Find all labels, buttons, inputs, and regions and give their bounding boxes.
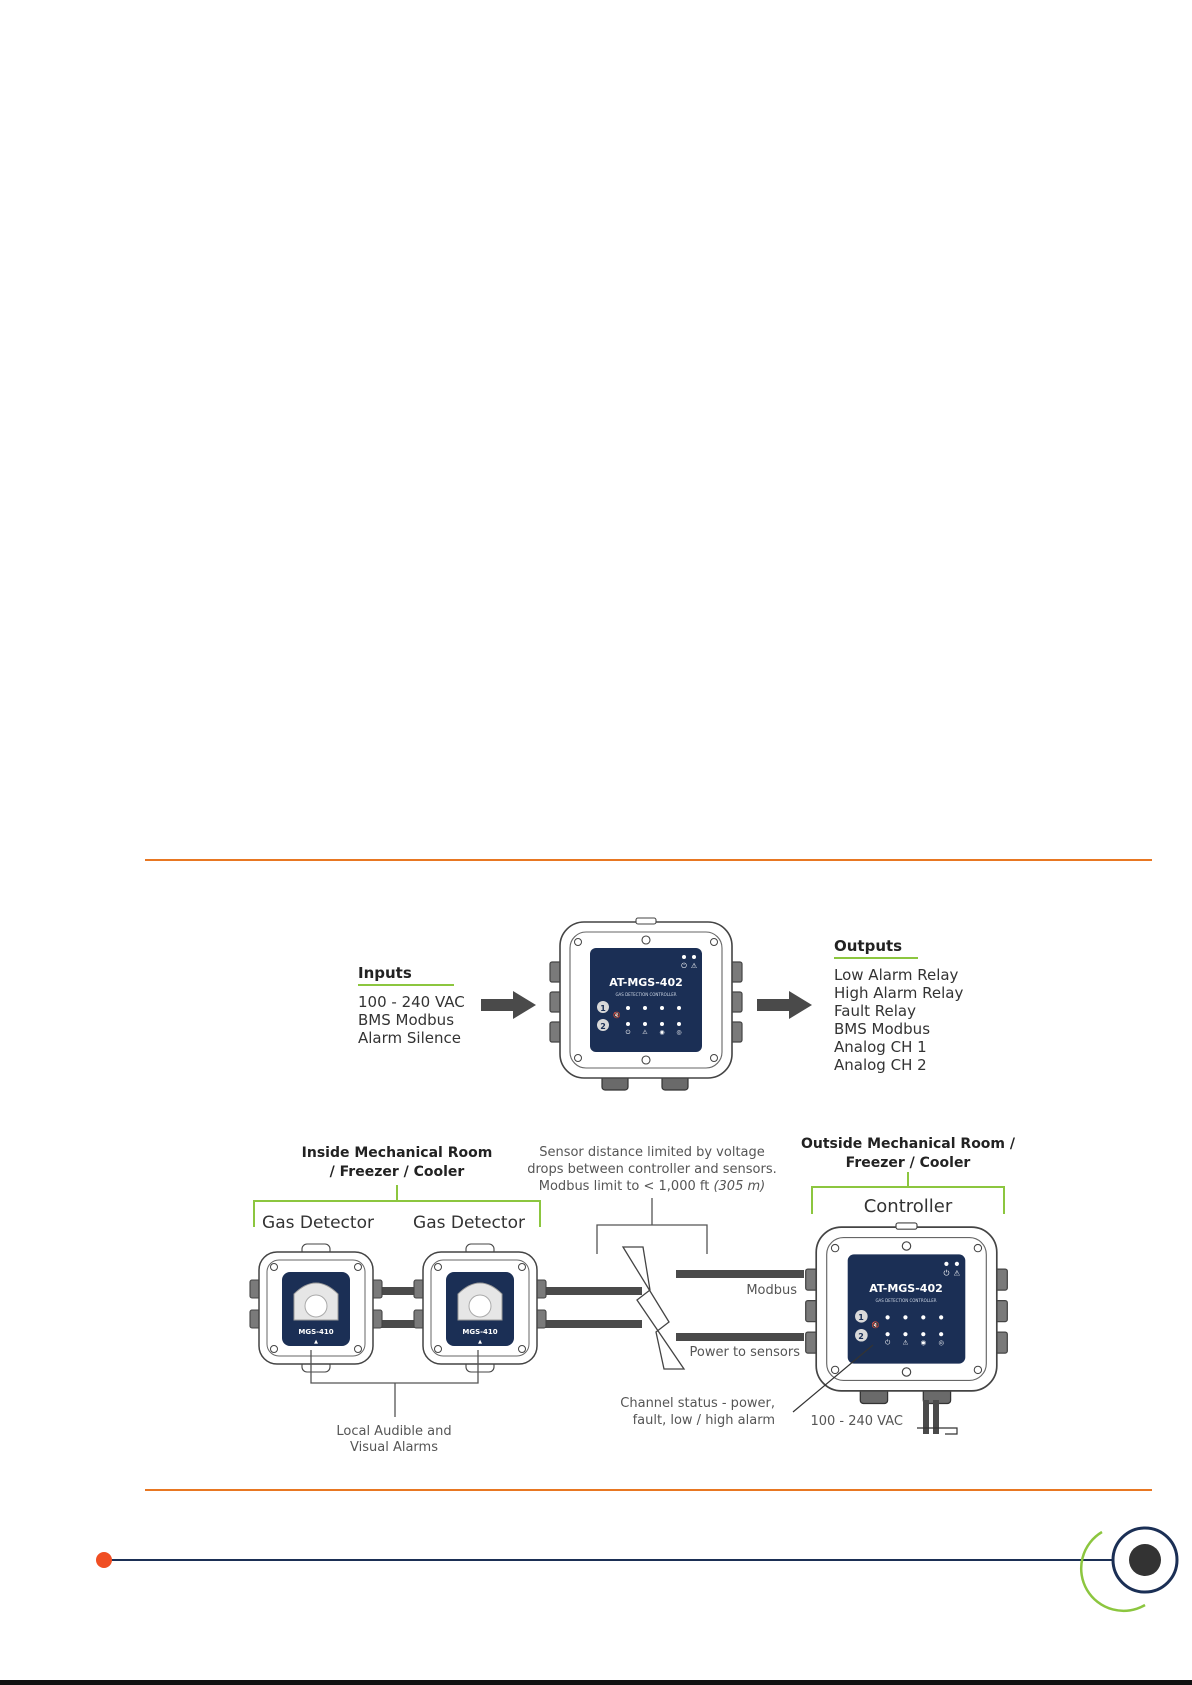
inside-room-label-line1: Inside Mechanical Room [302, 1145, 493, 1161]
bottom-divider-rule [145, 1489, 1152, 1491]
output-arrow [757, 991, 812, 1019]
inside-room-label-line2: / Freezer / Cooler [330, 1164, 465, 1180]
page-badge-arc [1079, 1530, 1146, 1613]
gas-detector-1 [249, 1243, 383, 1373]
cable-break-symbol [621, 1246, 686, 1370]
controller-model-top: AT-MGS-402 [609, 976, 683, 989]
controller-subtitle-bottom: GAS DETECTION CONTROLLER [875, 1298, 936, 1303]
inputs-title: Inputs [358, 964, 412, 982]
vac-input-label: 100 - 240 VAC [810, 1414, 903, 1429]
channel-status-leader [792, 1344, 874, 1413]
distance-note-line2: drops between controller and sensors. [527, 1162, 777, 1177]
local-alarms-label-line1: Local Audible and [336, 1424, 451, 1439]
distance-note-line3: Modbus limit to < 1,000 ft (305 m) [539, 1179, 765, 1194]
distance-note-metric: (305 m) [713, 1179, 765, 1194]
local-alarms-label-line2: Visual Alarms [350, 1440, 438, 1455]
modbus-label: Modbus [746, 1283, 797, 1298]
page-bottom-bar [0, 1680, 1192, 1685]
output-item: High Alarm Relay [834, 984, 963, 1002]
top-divider-rule [145, 859, 1152, 861]
output-item: Fault Relay [834, 1002, 916, 1020]
local-alarms-bracket [310, 1350, 479, 1417]
channel-badge-2-top: 2 [600, 1022, 606, 1031]
detector-label-2: Gas Detector [413, 1213, 525, 1233]
modbus-cable [367, 1270, 804, 1295]
outside-room-label-line2: Freezer / Cooler [846, 1155, 971, 1171]
channel-badge-1-top: 1 [600, 1004, 606, 1013]
channel-status-line1: Channel status - power, [620, 1396, 775, 1411]
distance-bracket [596, 1198, 708, 1254]
controller-model-bottom: AT-MGS-402 [869, 1282, 943, 1295]
detectors-bracket [253, 1185, 541, 1227]
output-item: BMS Modbus [834, 1020, 930, 1038]
outside-room-label-line1: Outside Mechanical Room / [801, 1136, 1016, 1152]
controller-subtitle-top: GAS DETECTION CONTROLLER [615, 992, 676, 997]
timeline-start-dot [96, 1552, 112, 1568]
channel-badge-2-bottom: 2 [858, 1332, 864, 1341]
outputs-title: Outputs [834, 937, 902, 955]
page-badge-dot [1129, 1544, 1161, 1576]
input-item: 100 - 240 VAC [358, 993, 465, 1011]
output-item: Low Alarm Relay [834, 966, 959, 984]
power-input-cable [917, 1400, 958, 1435]
input-arrow [481, 991, 536, 1019]
output-item: Analog CH 1 [834, 1038, 927, 1056]
power-to-sensors-label: Power to sensors [690, 1345, 801, 1360]
output-item: Analog CH 2 [834, 1056, 927, 1074]
detector-label-1: Gas Detector [262, 1213, 374, 1233]
channel-status-line2: fault, low / high alarm [633, 1413, 775, 1428]
controller-device-top [549, 917, 743, 1091]
power-cable [367, 1320, 804, 1341]
distance-note-line1: Sensor distance limited by voltage [539, 1145, 765, 1160]
controller-label: Controller [864, 1196, 953, 1217]
input-item: Alarm Silence [358, 1029, 461, 1047]
gas-detector-2 [413, 1243, 547, 1373]
controller-bracket [811, 1172, 1005, 1214]
distance-note-limit: Modbus limit to < 1,000 ft [539, 1179, 710, 1194]
channel-badge-1-bottom: 1 [858, 1313, 864, 1322]
input-item: BMS Modbus [358, 1011, 454, 1029]
